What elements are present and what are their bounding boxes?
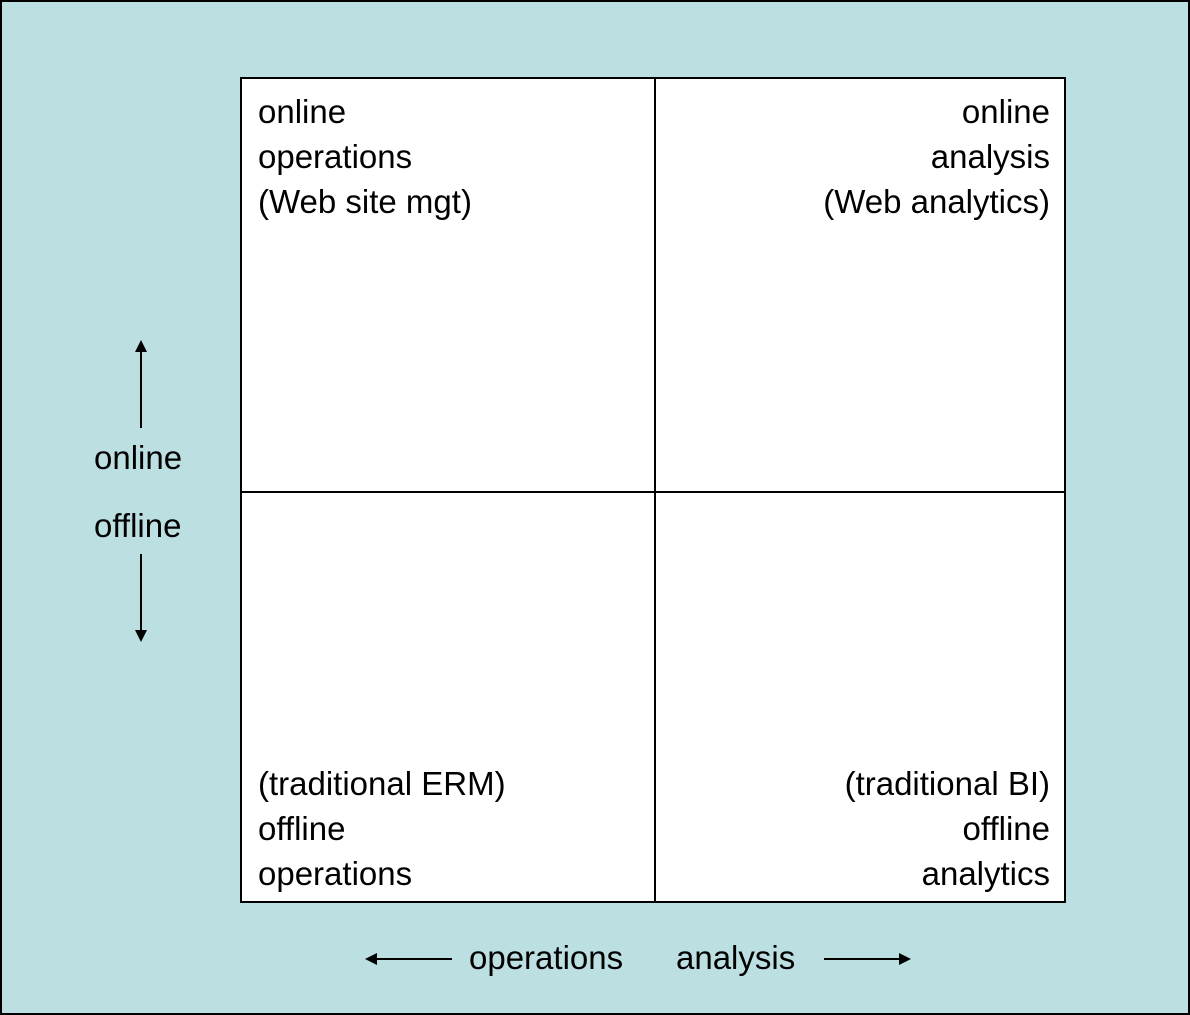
quadrant-label-line: operations <box>258 138 413 175</box>
quadrant-label-line: online <box>961 93 1050 130</box>
quadrant-label-line: offline <box>962 810 1050 847</box>
quadrant-label-line: operations <box>258 855 413 892</box>
arrow-down-icon <box>135 554 147 642</box>
arrow-up-icon <box>135 340 147 428</box>
quadrant-offline-analytics: (traditional BI) offline analytics <box>670 761 1050 896</box>
quadrant-online-operations: online operations (Web site mgt) <box>258 89 638 224</box>
axis-label-analysis: analysis <box>676 939 796 976</box>
arrow-left-icon <box>365 953 452 965</box>
axis-label-online: online <box>94 439 183 476</box>
quadrant-label-line: (traditional BI) <box>844 765 1050 802</box>
quadrant-label-line: (Web analytics) <box>823 183 1050 220</box>
axis-label-offline: offline <box>94 507 182 544</box>
quadrant-online-analysis: online analysis (Web analytics) <box>670 89 1050 224</box>
quadrant-label-line: (Web site mgt) <box>258 183 472 220</box>
axis-label-operations: operations <box>469 939 624 976</box>
quadrant-offline-operations: (traditional ERM) offline operations <box>258 761 638 896</box>
horizontal-divider <box>242 491 1064 493</box>
quadrant-label-line: analysis <box>930 138 1050 175</box>
quadrant-label-line: analytics <box>921 855 1050 892</box>
quadrant-label-line: online <box>258 93 347 130</box>
quadrant-label-line: offline <box>258 810 346 847</box>
quadrant-label-line: (traditional ERM) <box>258 765 506 802</box>
quadrant-grid: online operations (Web site mgt) online … <box>240 77 1066 903</box>
vertical-divider <box>654 79 656 901</box>
arrow-right-icon <box>824 953 911 965</box>
